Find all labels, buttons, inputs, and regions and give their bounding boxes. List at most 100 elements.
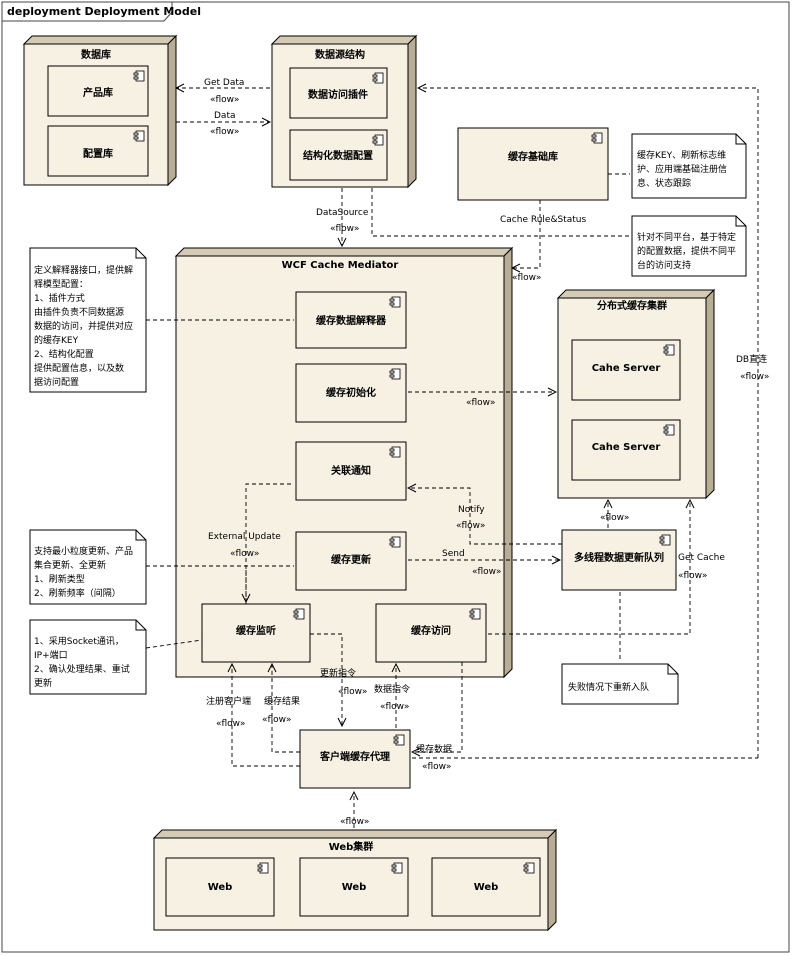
component-structured-config[interactable]: 结构化数据配置 xyxy=(289,129,388,181)
component-icon xyxy=(389,536,401,548)
flow-cache-data xyxy=(412,662,463,752)
component-cache-parser[interactable]: 缓存数据解释器 xyxy=(295,291,407,349)
component-cache-base-library[interactable]: 缓存基础库 xyxy=(457,127,609,201)
frame-title: deployment Deployment Model xyxy=(7,5,201,18)
note-cache-key-text: 缓存KEY、刷新标志维 护、应用端基础注册信 息、状态跟踪 xyxy=(637,149,730,189)
component-icon xyxy=(372,72,384,84)
component-related-notify-label: 关联通知 xyxy=(331,464,371,477)
node-database-title: 数据库 xyxy=(81,48,111,61)
label-flow: «flow» xyxy=(600,513,629,523)
component-client-cache-proxy[interactable]: 客户端缓存代理 xyxy=(299,729,411,789)
component-cache-server-2-label: Cahe Server xyxy=(592,442,661,453)
label-flow: «flow» xyxy=(512,273,541,283)
component-icon xyxy=(389,296,401,308)
component-icon xyxy=(663,344,675,356)
label-flow: «flow» xyxy=(210,127,239,137)
flow-register-client xyxy=(232,664,300,767)
label-flow: «flow» xyxy=(216,719,245,729)
component-cache-access[interactable]: 缓存访问 xyxy=(375,603,487,663)
component-cache-parser-label: 缓存数据解释器 xyxy=(315,314,387,327)
label-cache-rule: Cache Rule&Status xyxy=(500,215,586,225)
component-icon xyxy=(591,132,603,144)
flow-notify xyxy=(408,488,562,545)
component-cache-base-label: 缓存基础库 xyxy=(507,150,558,163)
component-web-2-label: Web xyxy=(342,882,367,893)
component-config-db[interactable]: 配置库 xyxy=(47,125,149,177)
note-socket-text: 1、采用Socket通讯， IP+端口 2、确认处理结果、重试 更新 xyxy=(34,636,133,689)
component-icon xyxy=(133,70,145,82)
component-data-access-plugin[interactable]: 数据访问插件 xyxy=(289,67,388,119)
component-multithread-update-queue[interactable]: 多线程数据更新队列 xyxy=(561,529,677,591)
label-flow: «flow» xyxy=(380,702,409,712)
node-datasource-structure-title: 数据源结构 xyxy=(315,48,365,61)
label-db-direct: DB直连 xyxy=(736,353,767,365)
note-update: 支持最小粒度更新、产品 集合更新、全更新 1、刷新类型 2、刷新频率（间隔） xyxy=(29,529,147,605)
component-web-1-label: Web xyxy=(208,882,233,893)
note-platform-text: 针对不同平台，基于特定 的配置数据，提供不同平 台的访问支持 xyxy=(637,231,739,271)
component-config-db-label: 配置库 xyxy=(83,147,113,160)
component-cache-update-label: 缓存更新 xyxy=(330,553,371,566)
frame-tab xyxy=(1,1,173,22)
label-flow: «flow» xyxy=(740,372,769,382)
component-cache-listen[interactable]: 缓存监听 xyxy=(201,603,311,663)
label-flow: «flow» xyxy=(210,95,239,105)
component-icon xyxy=(391,862,403,874)
component-web-1[interactable]: Web xyxy=(165,857,275,917)
label-flow: «flow» xyxy=(330,224,359,234)
component-icon xyxy=(389,368,401,380)
component-cache-server-1-label: Cahe Server xyxy=(592,363,661,374)
component-icon xyxy=(469,608,481,620)
component-related-notify[interactable]: 关联通知 xyxy=(295,441,407,501)
label-cache-data: 缓存数据 xyxy=(416,743,452,755)
component-cache-server-1[interactable]: Cahe Server xyxy=(571,339,681,401)
label-notify: Notify xyxy=(458,505,485,515)
component-cache-init-label: 缓存初始化 xyxy=(325,386,376,399)
component-multithread-queue-label: 多线程数据更新队列 xyxy=(574,551,664,564)
component-icon xyxy=(372,134,384,146)
note-link-socket xyxy=(145,639,203,649)
note-platform: 针对不同平台，基于特定 的配置数据，提供不同平 台的访问支持 xyxy=(631,215,747,277)
flow-external-update xyxy=(245,483,294,604)
component-product-db[interactable]: 产品库 xyxy=(47,65,149,117)
label-get-data: Get Data xyxy=(204,78,244,88)
component-cache-update[interactable]: 缓存更新 xyxy=(295,531,407,591)
note-parser: 定义解释器接口，提供解 释模型配置： 1、插件方式 由插件负责不同数据源 数据的… xyxy=(29,247,147,393)
note-link-platform xyxy=(371,188,630,237)
label-flow: «flow» xyxy=(456,521,485,531)
label-send: Send xyxy=(442,549,465,559)
label-flow: «flow» xyxy=(230,549,259,559)
label-get-cache: Get Cache xyxy=(678,553,725,563)
label-cache-result: 缓存结果 xyxy=(264,695,300,707)
label-datasource: DataSource xyxy=(316,208,369,218)
node-distributed-title: 分布式缓存集群 xyxy=(597,299,667,312)
note-requeue: 失败情况下重新入队 xyxy=(561,663,679,705)
connector-labels: Get Data «flow» Data «flow» DataSource «… xyxy=(204,78,769,827)
component-client-proxy-label: 客户端缓存代理 xyxy=(319,750,390,763)
flow-db-direct xyxy=(418,88,759,758)
label-data: Data xyxy=(214,111,236,121)
label-flow: «flow» xyxy=(262,715,291,725)
component-web-2[interactable]: Web xyxy=(299,857,409,917)
label-flow: «flow» xyxy=(422,762,451,772)
flow-cache-result xyxy=(272,664,300,753)
component-product-db-label: 产品库 xyxy=(83,86,113,99)
component-icon xyxy=(393,734,405,746)
note-requeue-text: 失败情况下重新入队 xyxy=(568,681,649,693)
component-icon xyxy=(133,130,145,142)
component-structured-config-label: 结构化数据配置 xyxy=(303,149,373,162)
component-icon xyxy=(659,534,671,546)
component-cache-init[interactable]: 缓存初始化 xyxy=(295,363,407,423)
label-register-client: 注册客户端 xyxy=(206,695,251,707)
component-web-3[interactable]: Web xyxy=(431,857,541,917)
label-update-cmd: 更新指令 xyxy=(320,667,356,679)
flow-update-cmd xyxy=(310,633,342,726)
node-wcf-title: WCF Cache Mediator xyxy=(282,260,399,271)
component-cache-access-label: 缓存访问 xyxy=(410,624,451,637)
node-web-cluster-title: Web集群 xyxy=(329,840,374,853)
component-cache-server-2[interactable]: Cahe Server xyxy=(571,419,681,481)
label-data-cmd: 数据指令 xyxy=(374,683,410,695)
flow-cache-rule xyxy=(512,200,541,268)
